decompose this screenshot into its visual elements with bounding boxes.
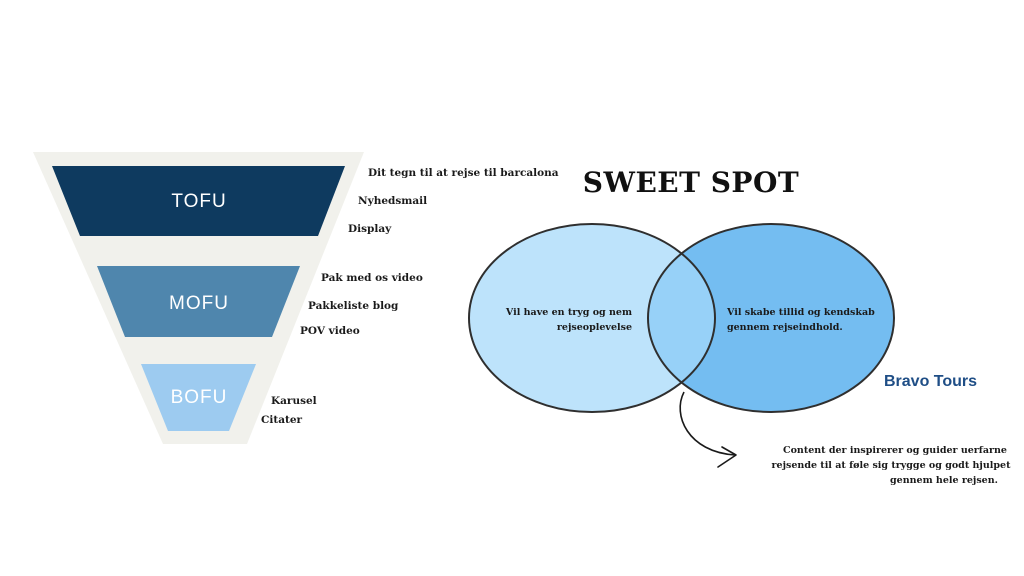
venn-circle-left: [469, 224, 715, 412]
tofu-tactic: Nyhedsmail: [358, 195, 427, 207]
funnel-stage-bofu-label: BOFU: [171, 387, 228, 408]
curved-arrow: [679, 391, 736, 456]
arrow-head-icon: [717, 446, 737, 468]
bravo-tours-logo: Bravo Tours: [884, 373, 977, 390]
venn-left-text: rejseoplevelse: [557, 322, 632, 333]
sweet-spot-title: SWEET SPOT: [583, 166, 799, 199]
note-text: Content der inspirerer og guider uerfarn…: [783, 445, 1007, 456]
bofu-tactic: Karusel: [271, 395, 317, 407]
funnel-stage-tofu-label: TOFU: [171, 191, 226, 212]
venn-circle-right: [648, 224, 894, 412]
venn-left-text: Vil have en tryg og nem: [505, 307, 632, 318]
mofu-tactic: POV video: [300, 325, 360, 337]
venn-right-text: Vil skabe tillid og kendskab: [726, 307, 875, 318]
funnel-stage-bofu: [141, 364, 256, 431]
bofu-tactic: Citater: [261, 414, 303, 426]
venn-circle-right-outline: [647, 223, 895, 413]
note-text: gennem hele rejsen.: [890, 475, 998, 486]
note-text: rejsende til at føle sig trygge og godt …: [772, 460, 1012, 471]
funnel-stage-mofu-label: MOFU: [169, 293, 229, 314]
tofu-tactic: Dit tegn til at rejse til barcalona: [368, 167, 559, 179]
mofu-tactic: Pakkeliste blog: [308, 300, 399, 312]
tofu-tactic: Display: [348, 223, 392, 235]
funnel-stage-tofu: [52, 166, 345, 236]
funnel-stage-mofu: [97, 266, 300, 337]
venn-right-text: gennem rejseindhold.: [727, 322, 843, 333]
mofu-tactic: Pak med os video: [321, 272, 423, 284]
venn-circle-left-outline: [468, 223, 716, 413]
